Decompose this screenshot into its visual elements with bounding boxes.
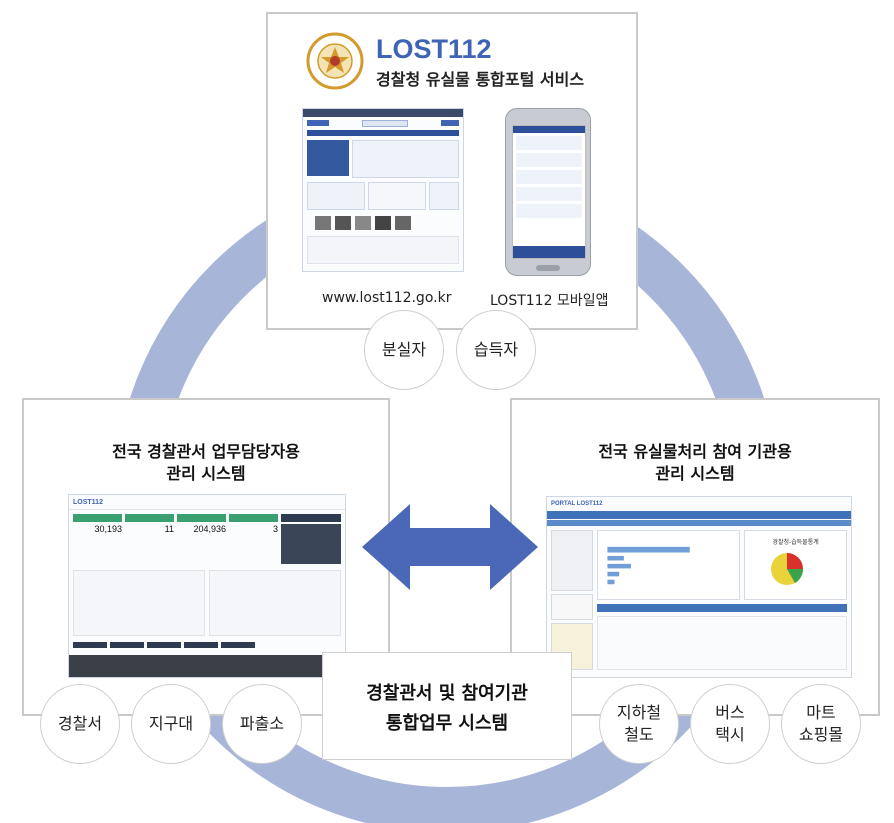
pie-chart-thumbnail <box>771 553 804 585</box>
office-branch-circle: 파출소 <box>222 684 302 764</box>
police-screenshot-brand: LOST112 <box>73 498 103 506</box>
website-caption[interactable]: www.lost112.go.kr <box>322 290 452 306</box>
partner-subway-circle: 지하철 철도 <box>599 684 679 764</box>
police-system-title-line2: 관리 시스템 <box>166 464 246 483</box>
user-finder-circle: 습득자 <box>456 310 536 390</box>
agency-panel-title: 경찰청-습득물통계 <box>772 539 819 546</box>
portal-box: LOST112 경찰청 유실물 통합포털 서비스 www.lost112.go. <box>266 12 638 330</box>
police-emblem-icon <box>306 32 364 90</box>
police-system-screenshot: LOST112 30,193 11 204,936 3 <box>68 494 346 678</box>
double-arrow-icon <box>362 504 538 590</box>
website-screenshot <box>302 108 464 272</box>
mobile-phone <box>505 108 591 276</box>
stat-value-1: 30,193 <box>94 524 122 534</box>
office-police-station-circle: 경찰서 <box>40 684 120 764</box>
stat-value-2: 11 <box>164 524 174 534</box>
stat-value-3: 204,936 <box>193 524 226 534</box>
mobile-caption[interactable]: LOST112 모바일앱 <box>490 293 609 309</box>
agency-system-screenshot: PORTAL LOST112 <box>546 496 852 678</box>
agency-system-title-line2: 관리 시스템 <box>655 464 735 483</box>
integrated-system-box: 경찰관서 및 참여기관 통합업무 시스템 <box>322 652 572 760</box>
integrated-title-line2: 통합업무 시스템 <box>385 713 509 734</box>
agency-system-title-line1: 전국 유실물처리 참여 기관용 <box>598 442 792 461</box>
user-loser-circle: 분실자 <box>364 310 444 390</box>
office-district-circle: 지구대 <box>131 684 211 764</box>
police-system-title-line1: 전국 경찰관서 업무담당자용 <box>112 442 300 461</box>
integrated-title-line1: 경찰관서 및 참여기관 <box>366 683 528 704</box>
agency-screenshot-brand: PORTAL LOST112 <box>551 501 603 507</box>
portal-brand: LOST112 <box>376 34 492 64</box>
partner-bus-circle: 버스 택시 <box>690 684 770 764</box>
partner-mart-circle: 마트 쇼핑몰 <box>781 684 861 764</box>
bar-chart-thumbnail <box>607 546 690 585</box>
stat-value-4: 3 <box>272 524 278 534</box>
portal-subtitle: 경찰청 유실물 통합포털 서비스 <box>376 70 585 89</box>
